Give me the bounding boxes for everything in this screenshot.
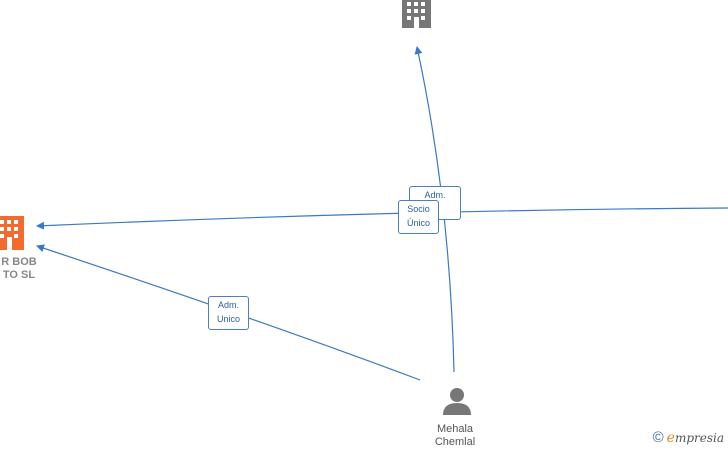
edge-label-line2: Unico: [216, 314, 240, 324]
edge-label-socio-unico[interactable]: Socio Único: [398, 200, 439, 234]
copyright-symbol: ©: [652, 429, 664, 446]
edge-label-adm-unico[interactable]: Adm. Unico: [208, 296, 249, 330]
edge-label-line1: Adm.: [424, 190, 446, 200]
person-icon[interactable]: [443, 388, 471, 415]
edge-label-line1: Socio: [407, 204, 430, 214]
edge-label-line2: Único: [406, 218, 430, 228]
company-left-label-line1: R BOB: [1, 256, 37, 268]
empresia-watermark: © empresia: [653, 429, 724, 446]
brand-rest: mpresia: [674, 430, 724, 445]
person-label-line2: Chemlal: [434, 436, 476, 448]
brand-first-letter: e: [666, 429, 675, 446]
person-label-line1: Mehala: [436, 423, 474, 435]
company-left-label-line2: TO SL: [2, 269, 36, 281]
brand-logo: empresia: [667, 430, 724, 446]
edge-right-to-left-company: [36, 207, 728, 230]
building-icon[interactable]: [0, 216, 24, 250]
person-label[interactable]: Mehala Chemlal: [420, 423, 490, 449]
building-icon[interactable]: [402, 0, 431, 28]
edge-label-line1: Adm.: [217, 300, 239, 310]
company-left-label[interactable]: R BOB TO SL: [0, 256, 44, 282]
